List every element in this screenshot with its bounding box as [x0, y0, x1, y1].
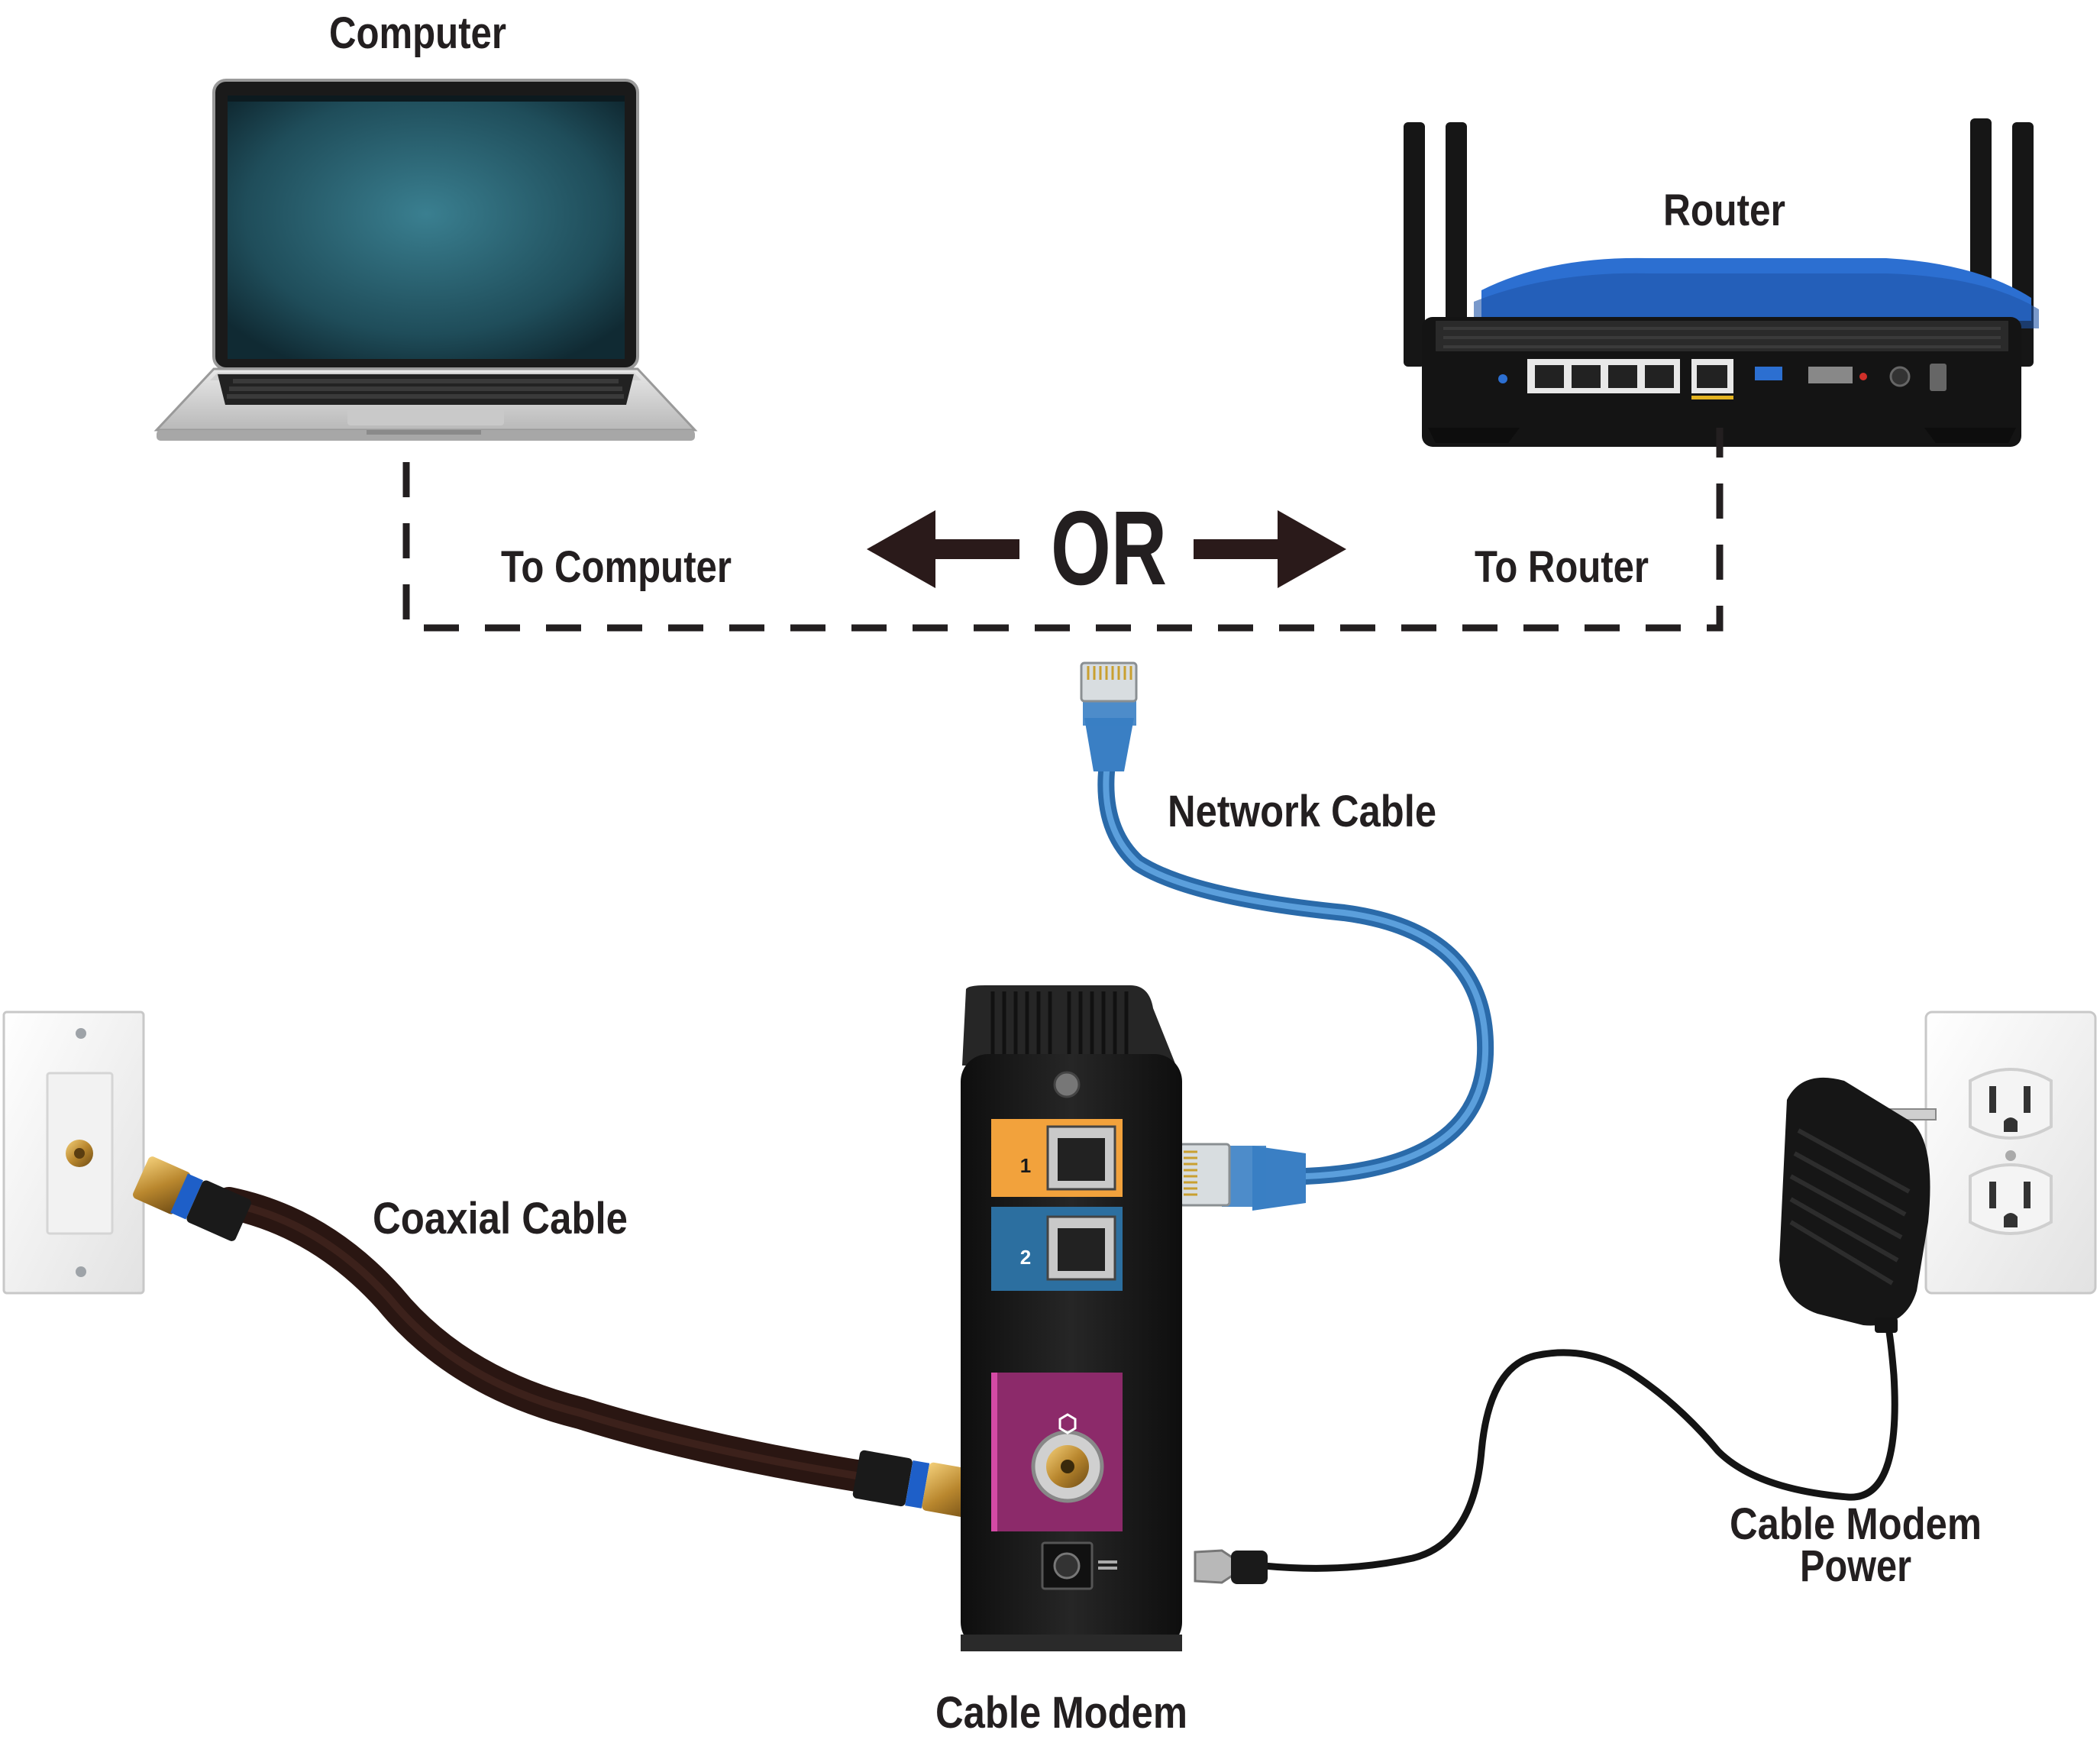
modem-port-1-number: 1 [1020, 1154, 1031, 1177]
router-label: Router [1663, 186, 1785, 235]
rj45-connector-icon [1080, 661, 1138, 771]
modem-port-2-number: 2 [1020, 1246, 1031, 1269]
right-arrow-icon [1194, 510, 1346, 588]
to-computer-label: To Computer [501, 542, 732, 592]
computer-label: Computer [329, 8, 506, 58]
to-router-label: To Router [1475, 542, 1649, 592]
coaxial-wall-plate-icon [2, 1011, 145, 1295]
power-adapter-icon [1779, 1077, 1937, 1333]
router-icon [1404, 118, 2039, 447]
connection-options-path [402, 428, 1724, 632]
or-label: OR [1051, 490, 1167, 607]
power-outlet-icon [1924, 1011, 2097, 1295]
coaxial-cable [133, 1156, 982, 1519]
laptop-icon [153, 79, 698, 441]
cable-modem-icon [961, 985, 1182, 1651]
rj45-connector-icon [1178, 1143, 1306, 1211]
left-arrow-icon [867, 510, 1019, 588]
network-cable-label: Network Cable [1168, 787, 1436, 836]
network-cable [1097, 755, 1494, 1185]
cable-modem-power-label-line2: Power [1800, 1541, 1911, 1591]
coaxial-cable-label: Coaxial Cable [373, 1194, 628, 1243]
labels: Computer Router To Computer OR To Router… [329, 8, 1982, 1738]
cable-modem-power-label-line1: Cable Modem [1730, 1499, 1982, 1549]
power-cord [1194, 1314, 1898, 1584]
cable-modem-label: Cable Modem [935, 1688, 1187, 1738]
